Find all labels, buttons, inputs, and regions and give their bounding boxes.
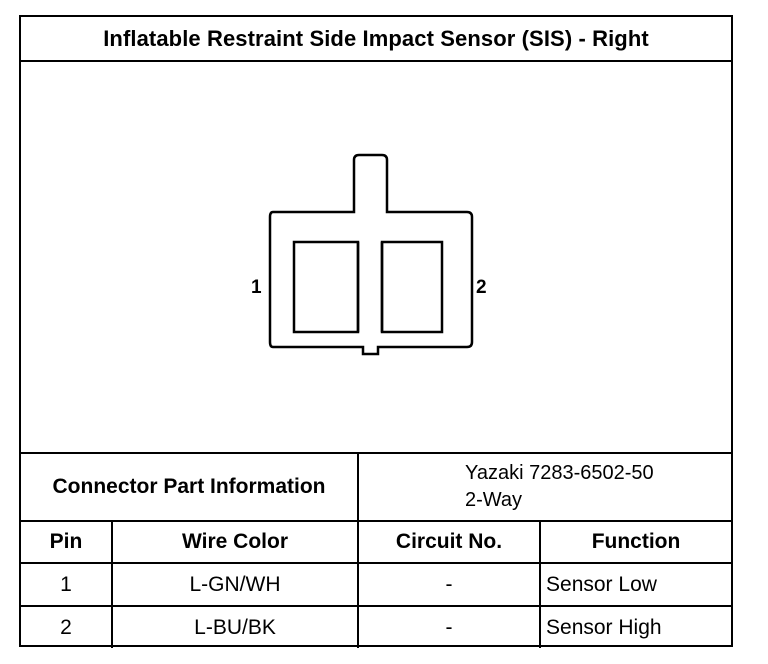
connector-housing xyxy=(268,153,474,356)
part-info-label: Connector Part Information xyxy=(21,452,360,522)
part-info-value: Yazaki 7283-6502-50 2-Way xyxy=(357,452,732,522)
pinout-table: Connector Part Information Yazaki 7283-6… xyxy=(21,452,732,648)
cell-circuit: - xyxy=(357,605,542,648)
header-circuit: Circuit No. xyxy=(357,520,542,564)
pin-label-1: 1 xyxy=(251,277,262,298)
cell-wire-color: L-BU/BK xyxy=(110,605,360,648)
cell-circuit: - xyxy=(357,562,542,607)
cell-pin: 2 xyxy=(21,605,113,648)
part-info-row: Connector Part Information Yazaki 7283-6… xyxy=(21,452,732,522)
connector-face-drawing xyxy=(268,153,474,356)
table-row: 1 L-GN/WH - Sensor Low xyxy=(21,562,732,607)
cell-pin: 1 xyxy=(21,562,113,607)
table-header-row: Pin Wire Color Circuit No. Function xyxy=(21,520,732,564)
part-number: Yazaki 7283-6502-50 xyxy=(465,462,654,484)
cell-function: Sensor High xyxy=(539,605,732,648)
header-wire-color: Wire Color xyxy=(110,520,360,564)
page-title: Inflatable Restraint Side Impact Sensor … xyxy=(21,17,731,62)
pin-label-2: 2 xyxy=(476,277,487,298)
cell-wire-color: L-GN/WH xyxy=(110,562,360,607)
table-row: 2 L-BU/BK - Sensor High xyxy=(21,605,732,648)
connector-sheet: Inflatable Restraint Side Impact Sensor … xyxy=(19,15,733,648)
part-way: 2-Way xyxy=(465,489,523,511)
header-pin: Pin xyxy=(21,520,113,564)
pin-cavity-1-inner xyxy=(301,250,353,330)
cell-function: Sensor Low xyxy=(539,562,732,607)
pin-cavity-2 xyxy=(380,240,444,334)
pin-cavity-1 xyxy=(292,240,360,334)
connector-diagram: 1 2 xyxy=(21,62,731,452)
header-function: Function xyxy=(539,520,732,564)
